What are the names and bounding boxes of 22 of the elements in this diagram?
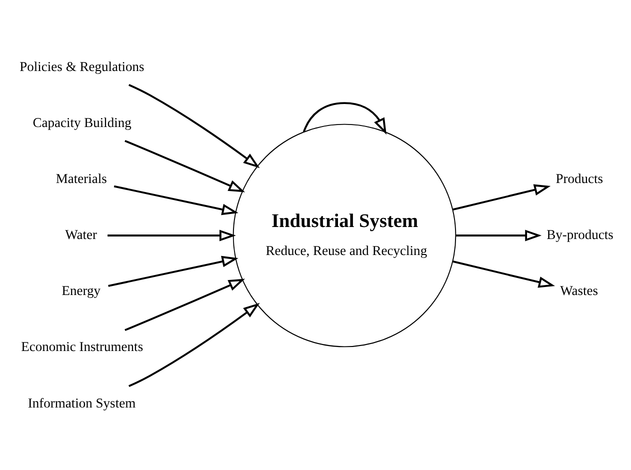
node-text: Materials: [56, 170, 107, 186]
arrow: [128, 83, 260, 168]
arrow: [302, 102, 386, 134]
arrow: [108, 255, 238, 286]
arrow: [456, 229, 542, 241]
arrow: [452, 184, 551, 210]
arrow: [124, 278, 246, 331]
arrow: [124, 139, 246, 192]
node-text: Wastes: [560, 282, 598, 298]
arrow: [128, 302, 260, 387]
node-text: Capacity Building: [32, 114, 132, 130]
node-text: Policies & Regulations: [20, 58, 144, 74]
node-text: Water: [65, 226, 98, 242]
node-circle: Industrial System Reduce, Reuse and Recycling: [232, 123, 456, 347]
arrow: [114, 184, 238, 215]
node-text: Economic Instruments: [21, 338, 144, 354]
node-text: Energy: [62, 282, 100, 298]
node-text: Information System: [28, 394, 136, 410]
node-text: Products: [556, 170, 604, 186]
arrow: [452, 260, 555, 288]
node-text: By-products: [546, 226, 614, 242]
arrow: [108, 229, 236, 241]
